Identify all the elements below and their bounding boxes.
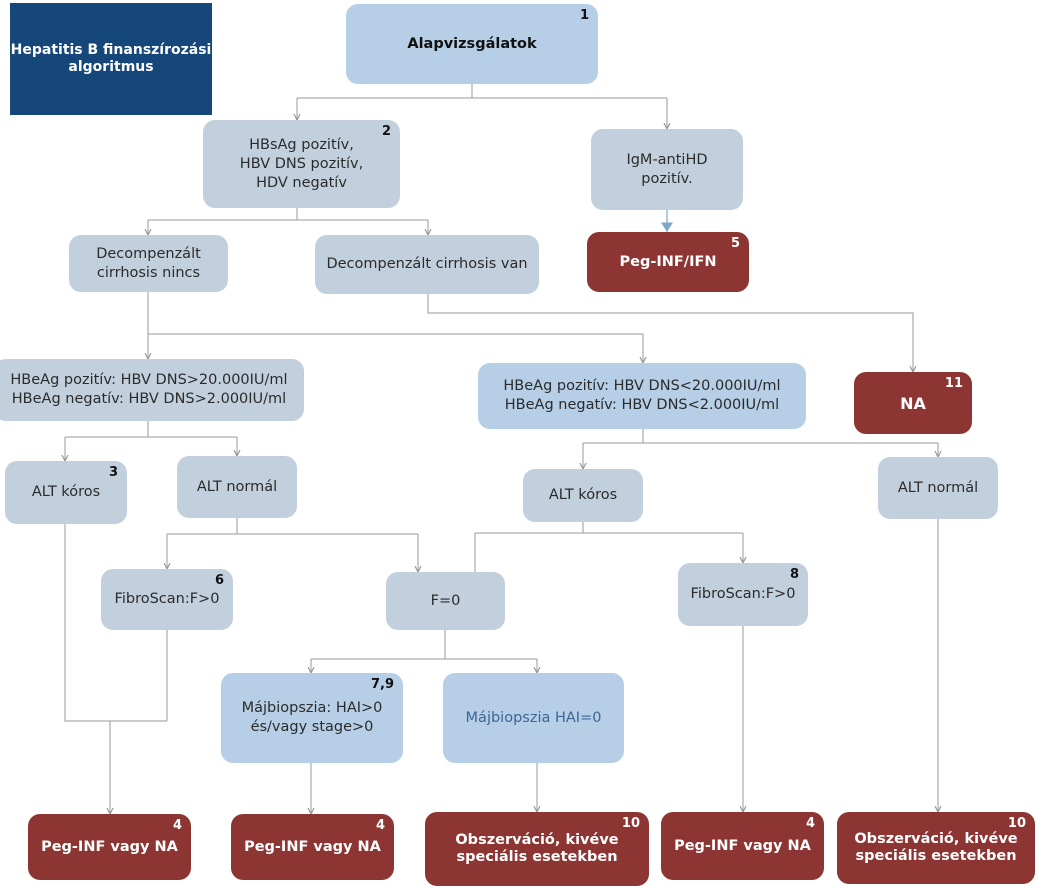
node-na-label: NA [900,393,926,413]
node-obszervacio-1: Obszerváció, kivéve speciális esetekben … [425,812,649,886]
node-peg-inf-vagy-na-2: Peg-INF vagy NA 4 [231,814,394,880]
node-hbeag-high-label: HBeAg pozitív: HBV DNS>20.000IU/ml HBeAg… [10,372,288,407]
node-igm-antihd: IgM-antiHD pozitív. [591,129,743,210]
node-peg-inf-ifn-label: Peg-INF/IFN [619,253,717,270]
node-fibroscan-6-label: FibroScan:F>0 [114,591,220,607]
node-alapvizsgalatok: Alapvizsgálatok 1 [346,4,598,84]
node-alapvizsgalatok-number: 1 [579,8,589,23]
node-decompenzalt-van: Decompenzált cirrhosis van [315,235,539,294]
node-majbiopszia-positive-label: Májbiopszia: HAI>0 és/vagy stage>0 [241,700,383,735]
node-na-number: 11 [944,376,963,391]
edge-dec-nincs-split [147,292,643,335]
edge-alt-koros-1-down [64,524,167,722]
node-na: NA 11 [854,372,972,434]
node-peg-inf-vagy-na-1-label: Peg-INF vagy NA [41,838,178,855]
node-peg-inf-vagy-na-3: Peg-INF vagy NA 4 [661,812,824,880]
node-alt-koros-1-label: ALT kóros [31,484,101,500]
node-alt-normal-1-label: ALT normál [196,478,278,495]
node-peg-inf-vagy-na-3-number: 4 [805,816,815,831]
node-alt-koros-2-label: ALT kóros [548,487,618,503]
edge-hbeag-low-split [583,429,938,444]
node-fibroscan-6-number: 6 [214,573,224,588]
edge-hbeag-high-split [65,421,237,438]
node-obszervacio-1-label: Obszerváció, kivéve speciális esetekben [455,832,619,865]
node-hbeag-low-label: HBeAg pozitív: HBV DNS<20.000IU/ml HBeAg… [503,378,781,413]
node-peg-inf-vagy-na-3-label: Peg-INF vagy NA [674,837,811,854]
edge-alt-koros-2-split [475,522,743,534]
node-peg-inf-vagy-na-2-number: 4 [375,818,385,833]
node-alt-normal-2: ALT normál [878,457,998,519]
node-peg-inf-ifn-number: 5 [730,236,740,251]
node-alt-koros-1-number: 3 [108,465,118,480]
node-hbeag-high: HBeAg pozitív: HBV DNS>20.000IU/ml HBeAg… [0,359,304,421]
node-obszervacio-2: Obszerváció, kivéve speciális esetekben … [837,812,1035,884]
node-alt-koros-1: ALT kóros 3 [5,461,127,524]
node-majbiopszia-hai0-label: Májbiopszia HAI=0 [465,709,602,726]
node-hbsag-positive: HBsAg pozitív, HBV DNS pozitív, HDV nega… [203,120,400,208]
node-f-equals-0: F=0 [386,572,505,630]
edge-f0-split [311,630,537,660]
edge-dec-van-to-na [427,294,913,372]
node-alt-normal-1: ALT normál [177,456,297,518]
node-alt-koros-2: ALT kóros [523,469,643,522]
node-majbiopszia-positive-number: 7,9 [370,677,394,692]
node-majbiopszia-hai0: Májbiopszia HAI=0 [443,673,624,763]
node-majbiopszia-positive: Májbiopszia: HAI>0 és/vagy stage>0 7,9 [221,673,403,763]
node-f-equals-0-label: F=0 [430,592,461,609]
node-obszervacio-2-label: Obszerváció, kivéve speciális esetekben [854,831,1018,864]
node-peg-inf-vagy-na-1: Peg-INF vagy NA 4 [28,814,191,880]
node-peg-inf-vagy-na-1-number: 4 [172,818,182,833]
algorithm-title-text: Hepatitis B finanszírozási algoritmus [10,42,212,75]
edge-hbsag-split [148,208,428,221]
node-fibroscan-8-number: 8 [789,567,799,582]
node-peg-inf-ifn: Peg-INF/IFN 5 [587,232,749,292]
node-decompenzalt-nincs-label: Decompenzált cirrhosis nincs [96,245,201,281]
node-fibroscan-8-label: FibroScan:F>0 [690,586,796,602]
edge-alt-normal-1-split [167,518,418,535]
node-hbeag-low: HBeAg pozitív: HBV DNS<20.000IU/ml HBeAg… [478,363,806,429]
node-fibroscan-6: FibroScan:F>0 6 [101,569,233,630]
node-fibroscan-8: FibroScan:F>0 8 [678,563,808,626]
node-hbsag-positive-label: HBsAg pozitív, HBV DNS pozitív, HDV nega… [239,136,364,191]
node-decompenzalt-van-label: Decompenzált cirrhosis van [326,256,528,272]
algorithm-title: Hepatitis B finanszírozási algoritmus [10,3,212,115]
node-obszervacio-2-number: 10 [1007,816,1026,831]
node-igm-antihd-label: IgM-antiHD pozitív. [626,151,708,187]
node-obszervacio-1-number: 10 [621,816,640,831]
node-alapvizsgalatok-label: Alapvizsgálatok [407,35,537,52]
node-decompenzalt-nincs: Decompenzált cirrhosis nincs [69,235,228,292]
node-hbsag-positive-number: 2 [381,124,391,139]
node-alt-normal-2-label: ALT normál [897,479,979,496]
edge-alap-split [297,84,667,99]
node-peg-inf-vagy-na-2-label: Peg-INF vagy NA [244,838,381,855]
